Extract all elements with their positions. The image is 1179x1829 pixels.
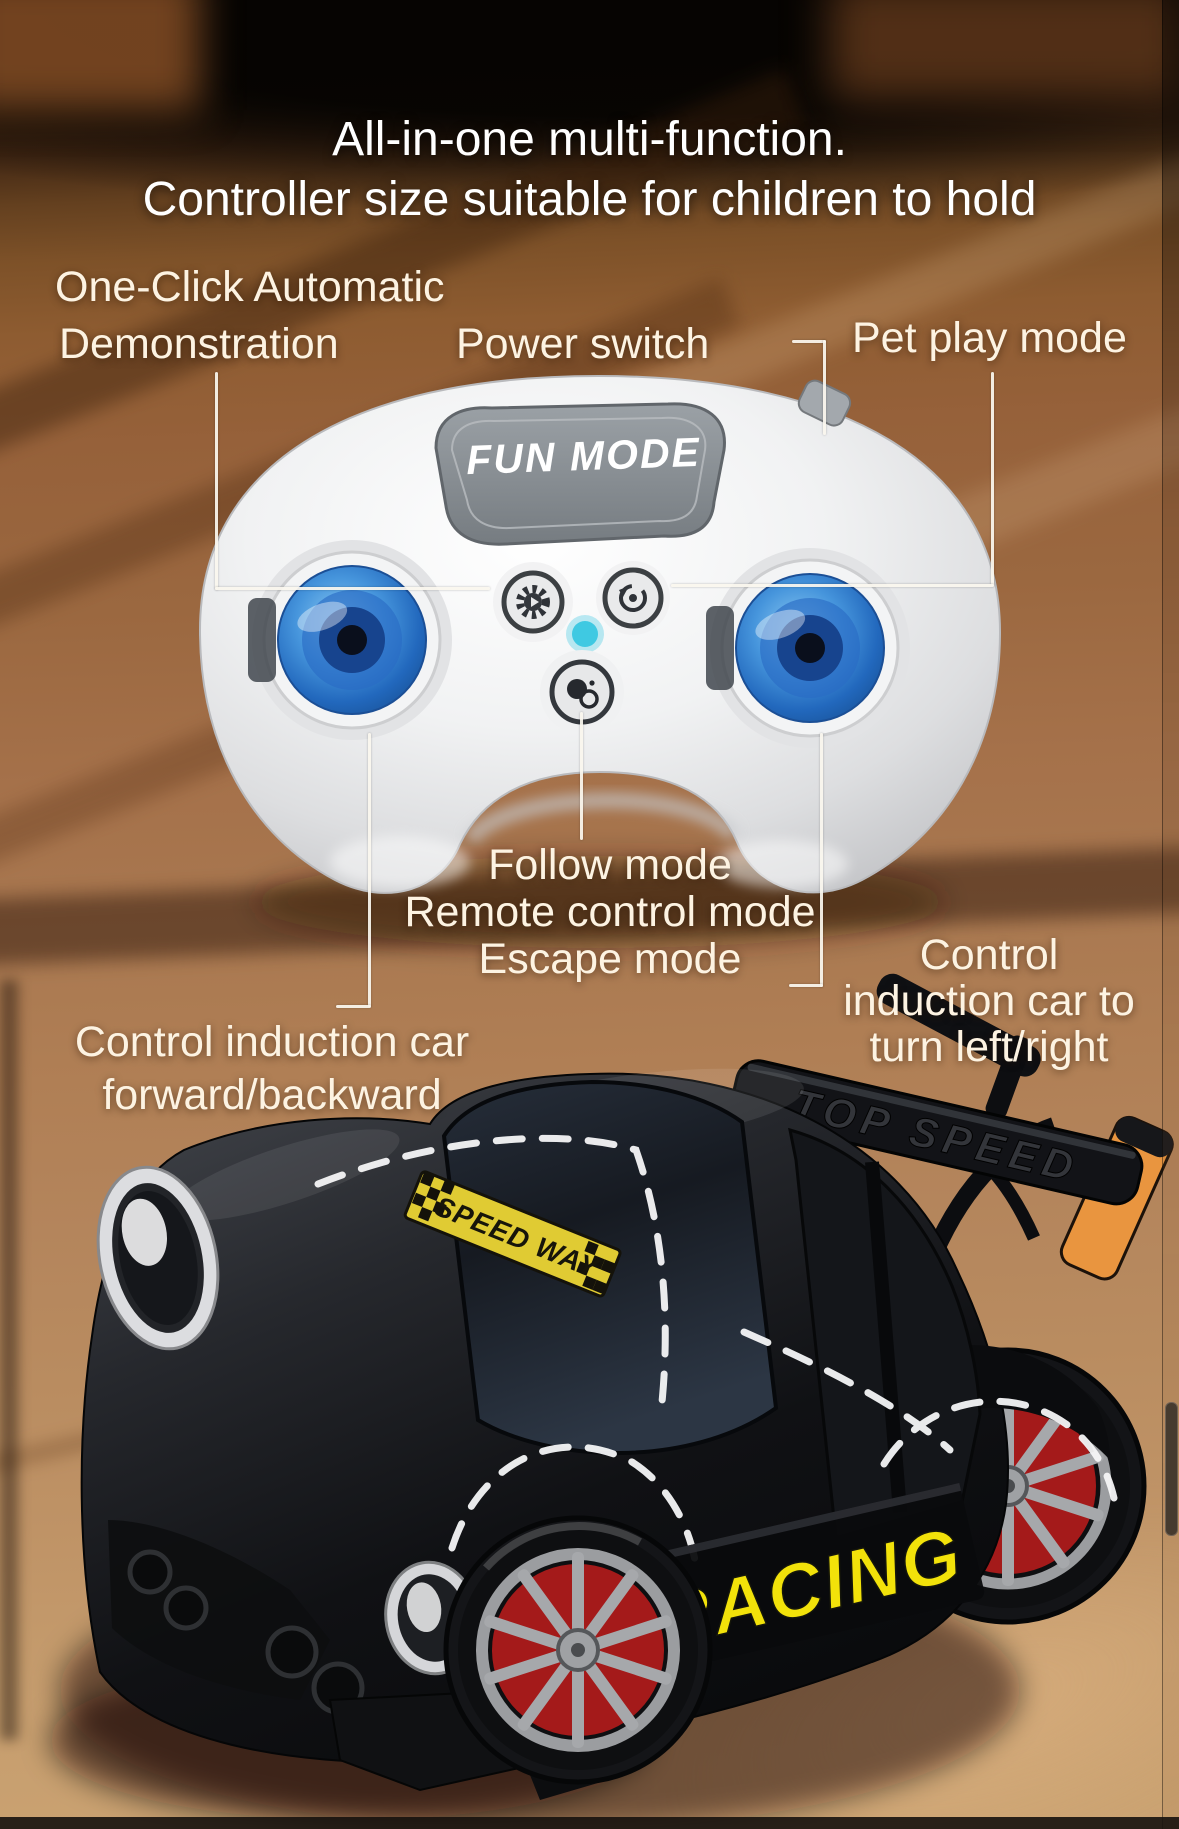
spoiler-upper-blade [876,973,1041,1077]
callout-line-left-stick-vertical [368,733,371,1007]
hood-sheen [170,1129,400,1221]
joystick-side-tab [706,606,734,690]
fun-mode-label: FUN MODE [465,429,701,483]
callout-line-demo-vertical [215,372,218,590]
wood-highlight-top-right [830,0,1179,100]
label-remote-control-mode: Remote control mode [404,888,816,936]
label-mode-list: Follow mode Remote control mode Escape m… [320,842,900,983]
checker-right [576,1240,616,1295]
headline-line2: Controller size suitable for children to… [142,173,1037,226]
windshield-banner: SPEED WAY [403,1170,622,1298]
label-demonstration: Demonstration [59,320,339,368]
controller-illustration: FUN MODE [198,374,1002,948]
label-escape-mode: Escape mode [478,935,742,983]
callout-line-pet-vertical [991,372,994,586]
dashed-decal-lines [314,1134,1118,1570]
label-pet-play-mode: Pet play mode [852,314,1127,362]
rotate-power-icon [619,584,647,612]
joystick-side-tab [248,598,276,682]
front-wheel [443,1515,713,1785]
grip-notch-shading [463,792,741,846]
controller-body [198,374,1002,894]
headline-line1: All-in-one multi-function. [332,113,847,166]
wood-highlight-top-left [0,0,200,110]
right-grip-highlight [716,840,848,888]
demo-button [493,562,573,642]
bomb-ball-icon [567,679,599,709]
label-control: Control [919,931,1059,979]
right-edge-gutter [1162,0,1179,1829]
label-forward-backward: forward/backward [102,1071,442,1119]
headlight-left [96,1165,220,1351]
mode-button [540,650,624,734]
left-joystick [248,540,452,740]
pet-play-button [596,561,670,635]
scrollbar-thumb[interactable] [1165,1402,1178,1536]
spoiler-connector [985,1035,1031,1119]
car-illustration: TOP SPEED [50,973,1174,1829]
callout-line-left-stick-tick [336,1005,371,1008]
callout-line-power-vertical [823,340,826,435]
callout-line-pet-horizontal [671,584,994,587]
callout-line-demo-horizontal [215,587,490,590]
label-power-switch: Power switch [456,320,710,368]
label-follow-mode: Follow mode [488,841,732,889]
fun-mode-plate: FUN MODE [434,402,726,546]
label-left-joystick: Control induction car forward/backward [60,1016,484,1122]
callout-line-mode-vertical [580,712,583,840]
left-grip-highlight [330,836,470,888]
led-indicator [566,615,604,653]
bottom-edge-bar [0,1817,1179,1829]
label-right-joystick: Control induction car to turn left/right [807,932,1171,1070]
left-edge-shadow [0,980,18,1740]
gear-play-icon [516,585,550,619]
right-joystick [706,548,910,748]
callout-line-power-horizontal [792,340,826,343]
callout-line-right-stick-tick [789,984,823,987]
label-turn-left-right: turn left/right [869,1023,1109,1071]
callout-line-right-stick-vertical [820,733,823,987]
label-induction-car-to: induction car to [843,977,1135,1025]
checker-left [411,1172,455,1222]
label-control-induction-car: Control induction car [74,1018,470,1066]
label-one-click-automatic: One-Click Automatic [55,263,445,311]
